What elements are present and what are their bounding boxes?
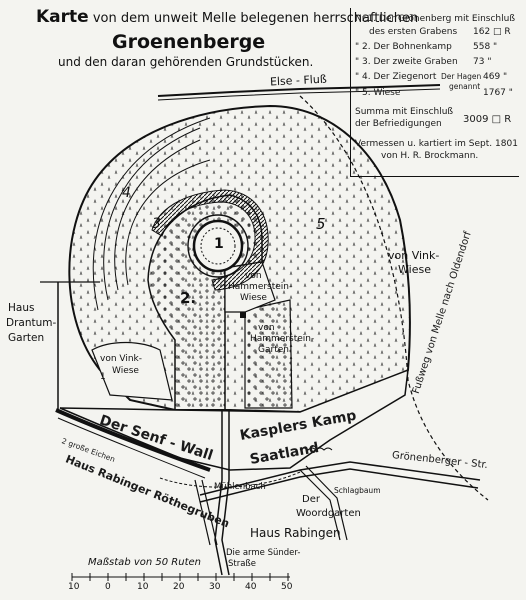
- legend-sum-1: Summa mit Einschluß: [355, 107, 454, 117]
- road-woordgarten: [299, 465, 348, 541]
- legend-surveyor-1: Vermessen u. kartiert im Sept. 1801: [355, 139, 518, 149]
- label-haus-drantum-3: Garten: [8, 332, 45, 344]
- area-number-3: 3: [152, 216, 161, 232]
- label-haus-drantum-2: Drantum-: [6, 317, 57, 329]
- label-hammerstein-wiese-1: von: [245, 271, 262, 281]
- building: [240, 312, 246, 318]
- legend-value-5: 1767 ": [483, 88, 513, 98]
- field-vink-wiese-left: [91, 341, 173, 401]
- legend-sum-2: der Befriedigungen: [355, 119, 442, 129]
- legend-row-2: " 2. Der Bohnenkamp: [355, 42, 452, 52]
- area-number-5: 5: [316, 215, 326, 233]
- label-hammerstein-garten-3: Garten: [258, 345, 289, 355]
- label-scale-title: Maßstab von 50 Ruten: [88, 557, 201, 568]
- label-hammerstein-wiese-2: Hammerstein-: [228, 282, 293, 292]
- legend-row-3: " 3. Der zweite Graben: [355, 57, 458, 67]
- area-number-small: 1: [100, 372, 106, 382]
- road-groenenberger: [199, 461, 481, 496]
- area-number-4: 4: [122, 185, 131, 201]
- label-vink-wiese-right-2: Wiese: [398, 263, 431, 276]
- legend-surveyor-2: von H. R. Brockmann.: [381, 151, 479, 161]
- scale-bar: [71, 573, 290, 581]
- legend-value-1: 162 □ R: [473, 27, 511, 37]
- map-title-line3: und den daran gehörenden Grundstücken.: [58, 55, 314, 69]
- senf-wall: [55, 408, 211, 472]
- legend-value-4: 469 ": [483, 72, 508, 82]
- label-sunder-2: Straße: [228, 559, 257, 569]
- road-central: [214, 410, 223, 576]
- road-left: [194, 479, 218, 546]
- label-haus-drantum-1: Haus: [8, 302, 35, 314]
- second-moat: [151, 189, 269, 291]
- area-number-1: 1: [214, 236, 224, 252]
- legend-sum-value: 3009 □ R: [463, 114, 512, 125]
- label-muehlenbach: Mühlenbach: [214, 482, 266, 492]
- label-vink-wiese-left-2: Wiese: [112, 366, 139, 376]
- legend-hagen-2: genannt: [449, 82, 481, 91]
- scale-tick: 10: [137, 582, 149, 592]
- legend-row-5: " 5. Wiese: [355, 88, 401, 98]
- label-haus-rabingen: Haus Rabingen: [250, 526, 341, 540]
- area-number-2: 2.: [180, 289, 197, 307]
- label-woordgarten-2: Woordgarten: [296, 508, 361, 519]
- legend-hagen-1: Der Hagen: [441, 72, 482, 81]
- label-vink-wiese-left-1: von Vink-: [100, 354, 143, 364]
- label-schlagbaum: Schlagbaum: [334, 486, 381, 495]
- scale-tick: 30: [209, 582, 221, 592]
- scale-tick: 40: [245, 582, 257, 592]
- legend-box: Nr.1. Der Grönenberg mit Einschluß des e…: [350, 8, 519, 177]
- label-vink-wiese-right-1: von Vink-: [388, 249, 440, 262]
- river-else: [157, 84, 441, 97]
- legend-row-4: " 4. Der Ziegenort: [355, 72, 437, 82]
- stream-muehlenbach: [159, 471, 301, 488]
- label-hammerstein-wiese-3: Wiese: [240, 293, 267, 303]
- field-hammerstein-garten: [244, 299, 293, 409]
- scale-tick: 10: [68, 582, 80, 592]
- label-hammerstein-garten-2: Hammerstein-: [250, 334, 315, 344]
- scale-tick: 0: [105, 582, 111, 592]
- field-kasplers-kamp: [59, 368, 409, 471]
- scale-tick: 20: [173, 582, 185, 592]
- label-sunder-1: Die arme Sünder-: [226, 548, 301, 558]
- legend-value-3: 73 ": [473, 57, 492, 67]
- scale-tick: 50: [281, 582, 293, 592]
- legend-row-1b: des ersten Grabens: [369, 27, 458, 37]
- label-woordgarten-1: Der: [302, 494, 320, 505]
- map-title-line1: Karte von dem unweit Melle belegenen her…: [36, 7, 419, 27]
- legend-value-2: 558 ": [473, 42, 498, 52]
- legend-row-1: Nr.1. Der Grönenberg mit Einschluß: [355, 14, 516, 24]
- map-title-main: Groenenberge: [112, 31, 266, 53]
- label-hammerstein-garten-1: von: [258, 323, 275, 333]
